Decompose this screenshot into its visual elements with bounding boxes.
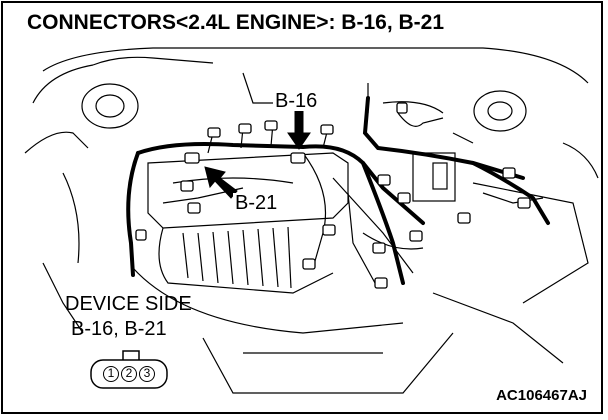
connector-pin-1: 1: [103, 366, 119, 382]
page-title: CONNECTORS<2.4L ENGINE>: B-16, B-21: [27, 11, 445, 34]
diagram-frame: CONNECTORS<2.4L ENGINE>: B-16, B-21 B-16…: [1, 1, 603, 414]
connector-pin-2: 2: [121, 366, 137, 382]
device-side-connectors: B-16, B-21: [71, 318, 167, 340]
connector-pin-3: 3: [139, 366, 155, 382]
callout-label-b21: B-21: [233, 192, 280, 214]
engine-bay-illustration: [24, 47, 599, 394]
figure-id: AC106467AJ: [496, 387, 587, 404]
device-side-label: DEVICE SIDE: [65, 293, 192, 315]
callout-label-b16: B-16: [273, 90, 320, 112]
